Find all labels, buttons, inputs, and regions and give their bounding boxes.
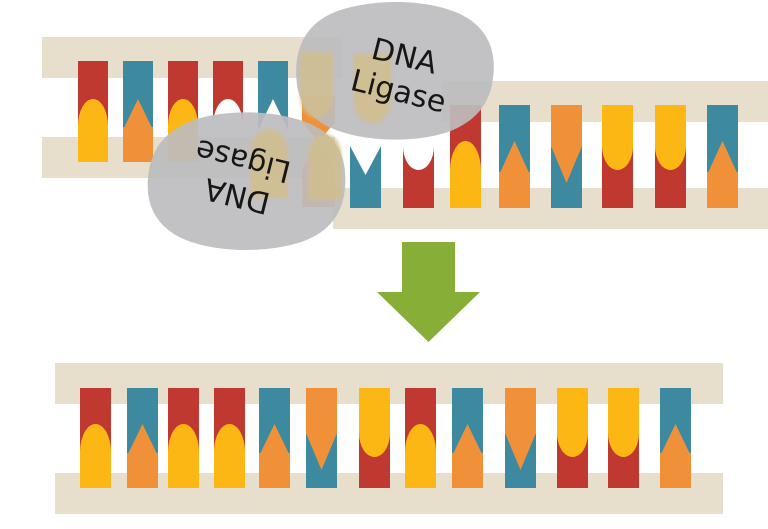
base-bottom: [499, 172, 530, 208]
base-bottom: [214, 451, 245, 488]
base-top: [505, 388, 536, 434]
base-top: [306, 388, 337, 434]
base-bottom: [168, 451, 199, 488]
base-bottom: [707, 172, 738, 208]
base-bottom: [78, 125, 108, 162]
base-bottom: [123, 127, 153, 162]
base-bottom: [168, 125, 198, 162]
base-top: [551, 105, 582, 147]
base-bottom: [405, 451, 436, 488]
base-bottom: [127, 453, 158, 488]
base-bottom: [452, 453, 483, 488]
base-top: [557, 388, 588, 434]
base-bottom: [80, 451, 111, 488]
base-bottom: [302, 168, 335, 207]
base-top: [302, 96, 335, 123]
base-top: [602, 105, 633, 147]
base-bottom: [660, 453, 691, 488]
base-bottom: [450, 170, 481, 208]
base-top: [359, 388, 390, 434]
base-top: [655, 105, 686, 147]
base-top: [608, 388, 639, 434]
base-bottom: [259, 453, 290, 488]
